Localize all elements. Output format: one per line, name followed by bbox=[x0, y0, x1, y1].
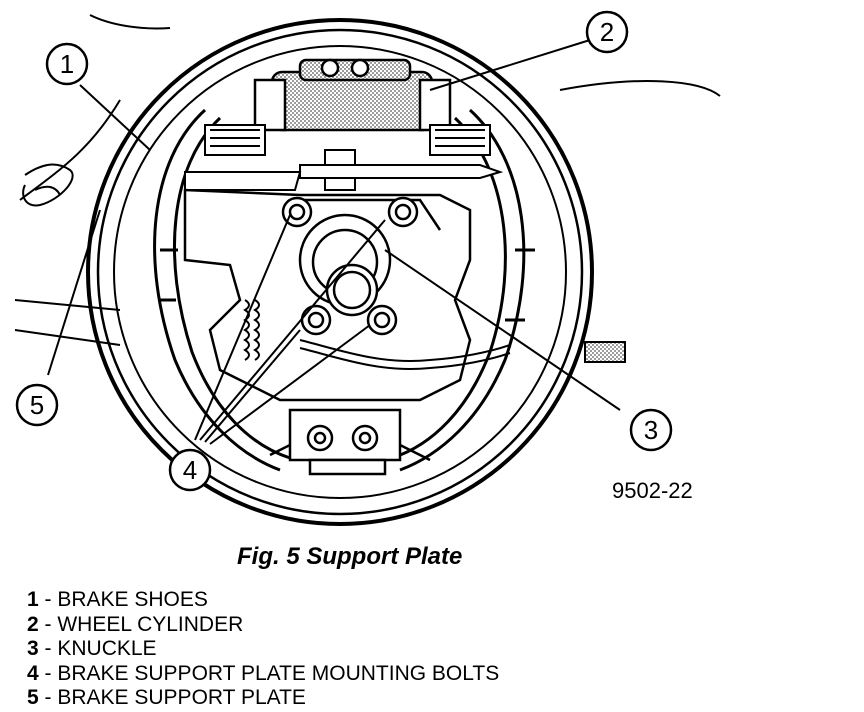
wheel-cylinder bbox=[253, 58, 452, 132]
figure-caption: Fig. 5 Support Plate bbox=[237, 543, 463, 570]
callout-1-label: 1 bbox=[60, 49, 74, 79]
callout-5: 5 bbox=[15, 383, 59, 427]
callout-4-label: 4 bbox=[183, 455, 197, 485]
knuckle bbox=[298, 213, 392, 317]
legend-list: 1 - BRAKE SHOES 2 - WHEEL CYLINDER 3 - K… bbox=[27, 588, 499, 711]
callout-3-label: 3 bbox=[644, 415, 658, 445]
adjuster-assembly bbox=[184, 124, 504, 191]
brake-shoes bbox=[153, 108, 535, 472]
mounting-bolts bbox=[281, 196, 419, 336]
plate-body bbox=[183, 188, 472, 402]
figure-id: 9502-22 bbox=[612, 478, 693, 503]
legend-text: - KNUCKLE bbox=[38, 637, 157, 660]
legend-item: 5 - BRAKE SUPPORT PLATE bbox=[27, 686, 499, 711]
callout-5-label: 5 bbox=[30, 390, 44, 420]
legend-number: 2 bbox=[27, 612, 39, 636]
legend-item: 3 - KNUCKLE bbox=[27, 637, 499, 662]
brake-assembly-diagram: 1 2 3 4 5 bbox=[14, 10, 721, 526]
leader-lines bbox=[47, 39, 621, 445]
callout-4: 4 bbox=[168, 448, 212, 492]
legend-text: - BRAKE SHOES bbox=[38, 588, 208, 611]
callout-3: 3 bbox=[629, 408, 673, 452]
background-structure bbox=[14, 14, 721, 346]
legend-text: - BRAKE SUPPORT PLATE bbox=[38, 686, 306, 709]
legend-item: 1 - BRAKE SHOES bbox=[27, 588, 499, 613]
legend-number: 1 bbox=[27, 588, 39, 611]
legend-number: 5 bbox=[27, 686, 39, 709]
support-plate-rings bbox=[86, 18, 594, 526]
spring-and-line bbox=[243, 299, 626, 370]
legend-number: 4 bbox=[27, 661, 39, 685]
callout-2: 2 bbox=[585, 10, 629, 54]
legend-item: 4 - BRAKE SUPPORT PLATE MOUNTING BOLTS bbox=[27, 662, 499, 687]
legend-number: 3 bbox=[27, 637, 39, 660]
legend-text: - BRAKE SUPPORT PLATE MOUNTING BOLTS bbox=[38, 661, 500, 685]
anchor-block bbox=[269, 408, 431, 476]
callout-1: 1 bbox=[45, 42, 89, 86]
legend-text: - WHEEL CYLINDER bbox=[38, 612, 244, 636]
legend-item: 2 - WHEEL CYLINDER bbox=[27, 613, 499, 638]
callout-2-label: 2 bbox=[600, 17, 614, 47]
